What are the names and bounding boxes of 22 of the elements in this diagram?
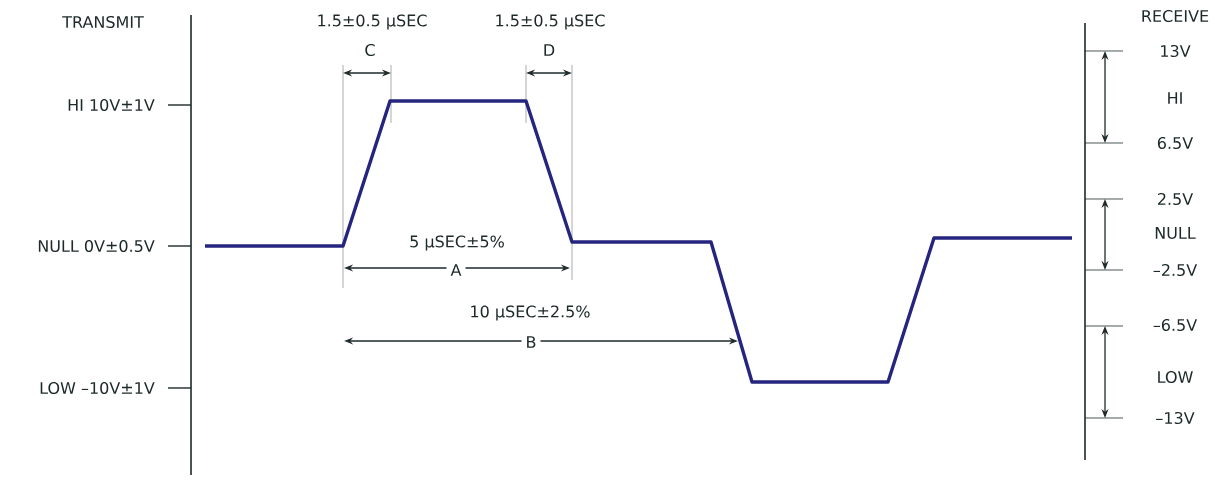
level-label: NULL 0V±0.5V <box>38 239 155 253</box>
voltage-label: 6.5V <box>1157 136 1194 150</box>
voltage-label: 13V <box>1161 44 1191 58</box>
timing-label: 1.5±0.5 µSEC <box>318 14 427 30</box>
voltage-label: –6.5V <box>1153 318 1198 332</box>
voltage-label: –2.5V <box>1153 263 1198 277</box>
timing-label: 5 µSEC±5% <box>410 235 504 251</box>
voltage-label: 2.5V <box>1158 192 1194 206</box>
timing-label: 1.5±0.5 µSEC <box>496 14 605 30</box>
dimension-letter: A <box>446 263 466 277</box>
level-label: LOW –10V±1V <box>40 381 155 395</box>
voltage-label: –13V <box>1156 411 1195 425</box>
dimension-letter: B <box>521 335 541 349</box>
axis-title: RECEIVE <box>1142 9 1209 23</box>
dimension-letter: D <box>544 44 555 56</box>
level-label: LOW <box>1158 370 1193 384</box>
level-label: HI 10V±1V <box>68 98 155 112</box>
axis-title: TRANSMIT <box>62 15 144 29</box>
timing-label: 10 µSEC±2.5% <box>471 305 590 321</box>
level-label: HI <box>1168 92 1182 104</box>
dimension-letter: C <box>365 43 375 57</box>
level-label: NULL <box>1155 227 1196 239</box>
